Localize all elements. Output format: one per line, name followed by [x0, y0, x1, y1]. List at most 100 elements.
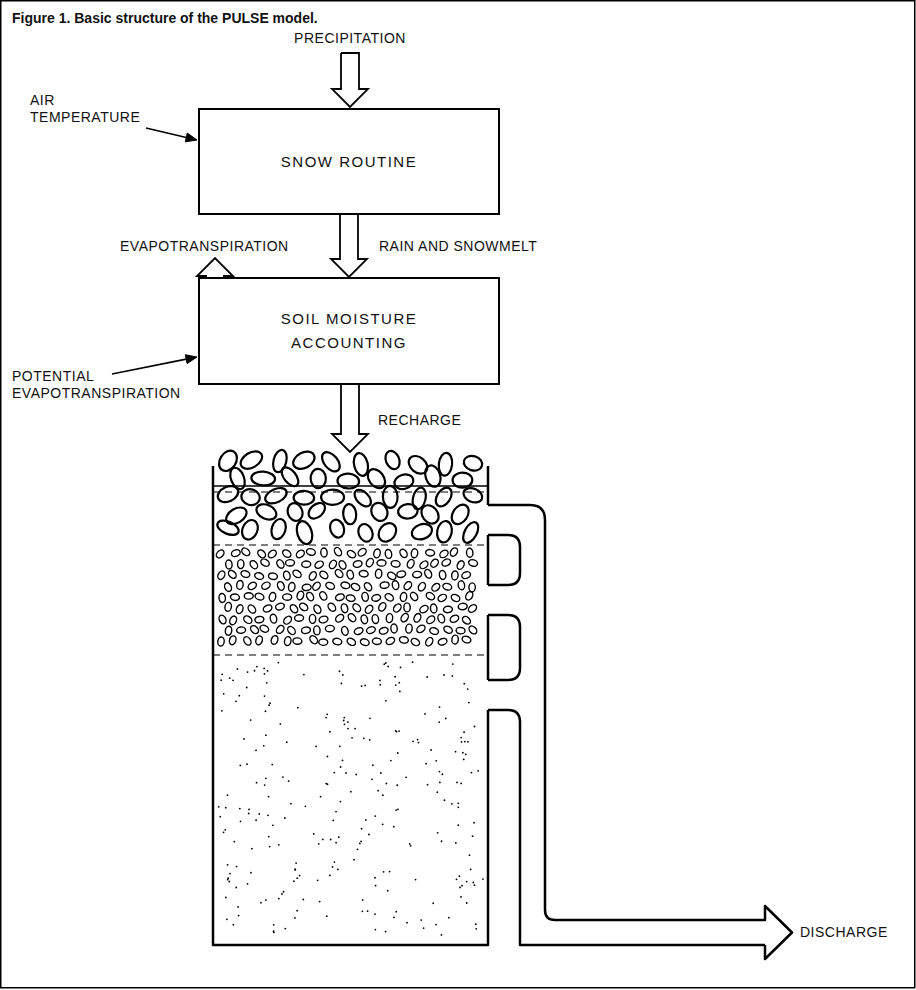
sand-grain — [462, 752, 464, 754]
gravel-grain — [425, 591, 436, 601]
sand-grain — [254, 670, 256, 672]
sand-grain — [461, 885, 463, 887]
gravel-grain — [285, 559, 294, 566]
gravel-grain — [357, 547, 368, 558]
gravel-grain — [320, 548, 327, 557]
gravel-grain — [384, 549, 392, 559]
gravel-grain — [275, 602, 286, 611]
gravel-grain — [225, 626, 233, 636]
coarse-pebble — [432, 485, 454, 510]
gravel-grain — [424, 636, 434, 647]
sand-grain — [425, 763, 427, 765]
gravel-grain — [240, 570, 251, 579]
sand-grain — [438, 721, 440, 723]
sand-grain — [343, 720, 345, 722]
sand-grain — [395, 730, 397, 732]
gravel-grain — [437, 593, 448, 603]
sand-grain — [224, 829, 226, 831]
sand-grain — [397, 752, 399, 754]
sand-grain — [351, 737, 353, 739]
sand-grain — [229, 677, 231, 679]
sand-grain — [477, 770, 479, 772]
flow-label: AIR TEMPERATURE — [30, 92, 140, 126]
gravel-grain — [418, 560, 429, 571]
sand-grain — [463, 683, 465, 685]
coarse-pebble — [254, 501, 279, 522]
gravel-grain — [313, 626, 320, 635]
sand-grain — [367, 910, 369, 912]
sand-grain — [258, 813, 260, 815]
sand-grain — [385, 783, 387, 785]
gravel-grain — [341, 626, 350, 636]
sand-grain — [334, 861, 336, 863]
sand-grain — [288, 780, 290, 782]
sand-grain — [264, 695, 266, 697]
sand-grain — [390, 760, 392, 762]
coarse-pebble — [215, 483, 241, 505]
sand-grain — [460, 737, 462, 739]
sand-grain — [457, 806, 459, 808]
input-line — [112, 359, 186, 374]
sand-grain — [466, 902, 468, 904]
flow-label: PRECIPITATION — [294, 30, 406, 47]
gravel-grain — [372, 638, 381, 645]
sand-grain — [469, 854, 471, 856]
sand-grain — [456, 878, 458, 880]
gravel-grain — [378, 626, 389, 635]
sand-grain — [467, 741, 469, 743]
flow-label: EVAPOTRANSPIRATION — [120, 238, 289, 255]
sand-grain — [344, 723, 346, 725]
sand-grain — [482, 878, 484, 880]
sand-grain — [286, 741, 288, 743]
gravel-grain — [384, 592, 395, 602]
gravel-grain — [449, 547, 459, 558]
precipitation-arrow — [332, 53, 368, 107]
sand-grain — [452, 663, 454, 665]
sand-grain — [248, 813, 250, 815]
gravel-grain — [295, 549, 306, 560]
sand-grain — [225, 897, 227, 899]
sand-grain — [389, 871, 391, 873]
sand-grain — [374, 877, 376, 879]
sand-grain — [295, 862, 297, 864]
gravel-grain — [385, 636, 396, 646]
sand-grain — [365, 819, 367, 821]
sand-grain — [460, 782, 462, 784]
gravel-grain — [464, 590, 474, 601]
gravel-grain — [359, 570, 369, 578]
sand-grain — [278, 844, 280, 846]
gravel-grain — [228, 615, 238, 626]
coarse-pebble — [410, 521, 434, 542]
gravel-grain — [443, 625, 454, 635]
gravel-grain — [352, 560, 362, 569]
sand-grain — [250, 872, 252, 874]
arrowhead — [185, 355, 197, 364]
gravel-grain — [242, 614, 253, 625]
sand-grain — [371, 778, 373, 780]
sand-grain — [475, 928, 477, 930]
sand-grain — [426, 676, 428, 678]
gravel-grain — [391, 560, 401, 568]
sand-grain — [463, 731, 465, 733]
water-level — [213, 485, 488, 487]
sand-grain — [325, 717, 327, 719]
sand-grain — [226, 918, 228, 920]
coarse-pebble — [269, 517, 288, 541]
gravel-grain — [247, 581, 258, 591]
outlet-stub — [488, 535, 520, 585]
gravel-grain — [302, 584, 312, 591]
gravel-grain — [275, 558, 285, 569]
sand-grain — [294, 917, 296, 919]
gravel-grain — [392, 602, 403, 613]
gravel-grain — [286, 625, 297, 636]
outlet-pipe — [488, 710, 765, 945]
sand-grain — [256, 782, 258, 784]
gravel-grain — [283, 570, 292, 580]
sand-grain — [398, 730, 400, 732]
sand-grain — [353, 859, 355, 861]
gravel-grain — [267, 549, 278, 560]
gravel-grain — [437, 613, 446, 624]
gravel-grain — [334, 613, 345, 624]
layer-boundary — [213, 491, 488, 492]
gravel-grain — [390, 624, 397, 633]
